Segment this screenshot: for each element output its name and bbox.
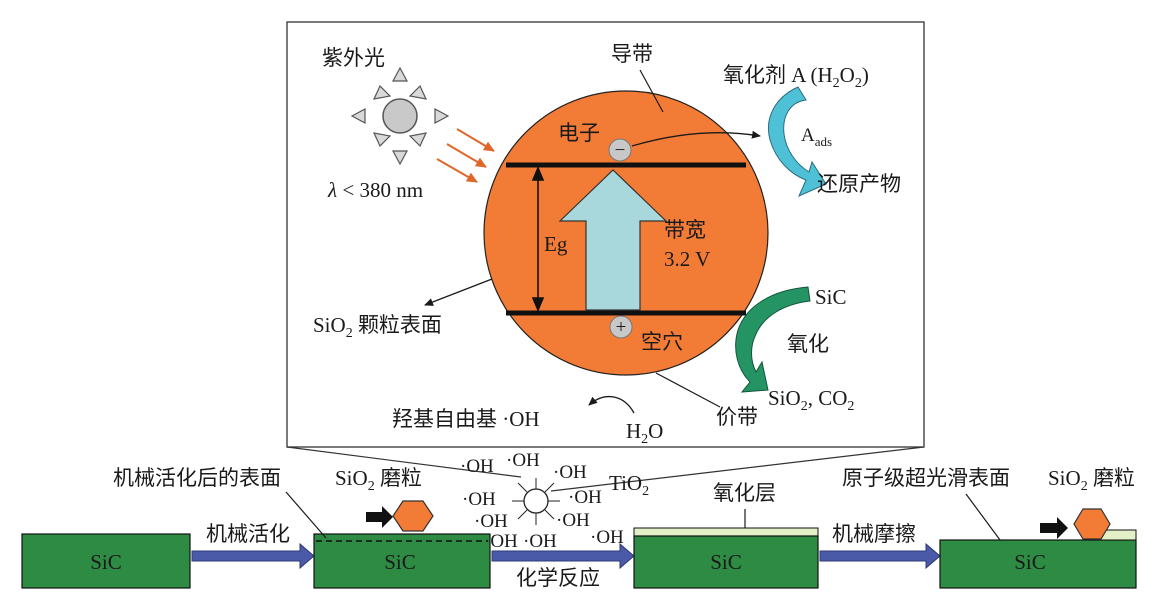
tio2-particle-icon <box>512 478 560 525</box>
bandgap-label: 带宽 <box>664 218 706 242</box>
bandgap-value: 3.2 V <box>664 247 710 271</box>
oxidant-label: 氧化剂 A (H2O2) <box>723 63 869 91</box>
sic-block-activated <box>313 533 491 589</box>
uv-light-label: 紫外光 <box>322 46 385 70</box>
sio2-abrasive-icon-2 <box>1073 508 1111 540</box>
process-arrow-3 <box>819 542 941 570</box>
reduction-product-label: 还原产物 <box>817 172 901 196</box>
sio2-surface-arrow <box>424 278 493 306</box>
ultra-smooth-surface-label: 原子级超光滑表面 <box>842 466 1010 490</box>
hole-sign: + <box>616 317 627 338</box>
a-ads-label: Aads <box>801 125 832 149</box>
tio2-label: TiO2 <box>609 471 649 499</box>
sio2-surface-label: SiO2 颗粒表面 <box>313 313 442 341</box>
oh-radicals: ·OH ·OH ·OH ·OH ·OH ·OH ·OH ·OH ·OH ·OH <box>460 450 624 552</box>
oh-radical: ·OH <box>523 531 557 552</box>
mech-activation-label: 机械活化 <box>206 522 290 546</box>
sun-icon <box>350 66 450 166</box>
oxidation-curved-arrow <box>735 286 811 393</box>
products-label: SiO2, CO2 <box>768 386 854 414</box>
process-arrow-2 <box>491 542 635 570</box>
frame-leader-left <box>286 446 522 478</box>
sic-label-2: SiC <box>384 550 416 574</box>
sic-label-3: SiC <box>710 550 742 574</box>
oxidation-label: 氧化 <box>787 332 829 356</box>
process-arrow-1 <box>191 542 315 570</box>
oh-radical: ·OH <box>474 511 508 532</box>
wavelength-label: λ < 380 nm <box>327 178 423 202</box>
abrasive-push-arrow <box>366 506 393 528</box>
frame-leader-right <box>550 446 925 492</box>
sic-block-final <box>939 539 1137 589</box>
oh-radical: ·OH <box>462 489 496 510</box>
ultra-smooth-leader <box>965 493 1001 541</box>
sio2-abrasive-label-2: SiO2 磨粒 <box>1048 466 1135 494</box>
oxide-layer <box>633 527 819 537</box>
sic-label-4: SiC <box>1014 550 1046 574</box>
chemical-reaction-label: 化学反应 <box>516 566 600 590</box>
uv-rays <box>436 128 495 183</box>
sio2-abrasive-icon <box>392 500 434 532</box>
sio2-abrasive-label-1: SiO2 磨粒 <box>335 466 422 494</box>
sic-label-1: SiC <box>90 550 122 574</box>
detail-frame <box>286 21 925 448</box>
mech-friction-label: 机械摩擦 <box>832 522 916 546</box>
eg-label: Eg <box>544 232 568 256</box>
oh-radical: ·OH <box>460 456 494 477</box>
valence-band-label: 价带 <box>716 405 758 429</box>
oh-radical: ·OH <box>556 510 590 531</box>
water-label: H2O <box>626 419 663 447</box>
sic-block-oxidized <box>633 535 819 589</box>
electron-icon <box>608 138 632 162</box>
water-to-oh-arrow <box>588 395 635 414</box>
sic-reactant-label: SiC <box>815 285 847 309</box>
excitation-arrow <box>558 169 668 311</box>
oh-radical: ·OH <box>568 487 602 508</box>
reduction-curved-arrow <box>768 86 827 197</box>
hole-label: 空穴 <box>641 330 683 354</box>
conduction-band-leader <box>639 69 664 113</box>
valence-band-leader <box>655 372 721 408</box>
oh-radical: ·OH <box>506 450 540 471</box>
mech-activated-surface-label: 机械活化后的表面 <box>113 466 281 490</box>
oh-radical: ·OH <box>590 527 624 548</box>
conduction-band-label: 导带 <box>611 42 653 66</box>
oxide-layer-label: 氧化层 <box>713 481 776 505</box>
sic-block-initial <box>21 533 191 589</box>
oh-radical: ·OH <box>484 531 518 552</box>
oh-radical: ·OH <box>553 462 587 483</box>
electron-transfer-arrow <box>631 130 761 147</box>
electron-sign: − <box>615 140 626 161</box>
eg-arrow <box>531 165 545 313</box>
abrasive-push-arrow-2 <box>1040 517 1068 539</box>
activated-surface-leader <box>285 491 327 539</box>
hydroxyl-radical-label: 羟基自由基 ·OH <box>392 407 540 431</box>
hole-icon <box>609 315 633 339</box>
electron-label: 电子 <box>558 121 600 145</box>
